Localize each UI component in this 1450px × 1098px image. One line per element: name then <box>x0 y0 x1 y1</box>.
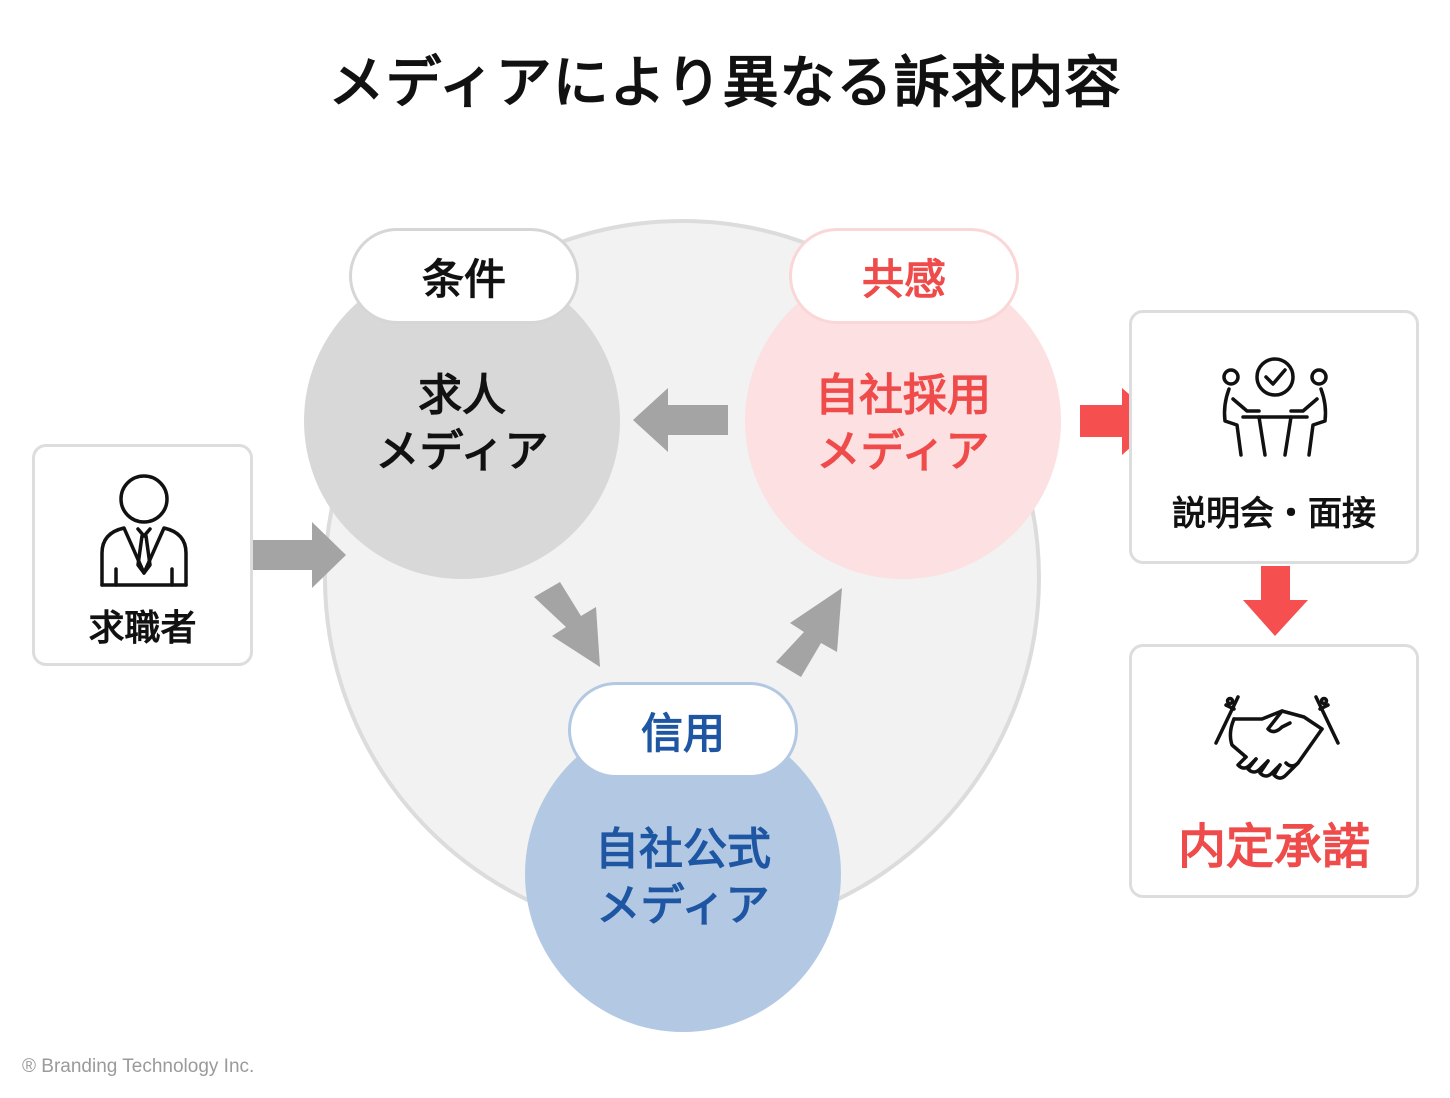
arrow-recruit-to-job-media <box>633 388 728 452</box>
offer-label: 内定承諾 <box>1177 819 1370 875</box>
job-media-tag: 条件 <box>349 228 579 324</box>
recruit-media-tag: 共感 <box>789 228 1019 324</box>
official-media-label: 自社公式 メディア <box>553 822 813 934</box>
recruit-media-label: 自社採用 メディア <box>773 368 1033 480</box>
job-media-label: 求人 メディア <box>332 368 592 480</box>
job-media-circle <box>304 263 620 579</box>
briefing-card: 説明会・面接 <box>1129 310 1419 564</box>
official-media-tag: 信用 <box>568 682 798 778</box>
job-seeker-card: 求職者 <box>32 444 253 666</box>
copyright-text: ® Branding Technology Inc. <box>22 1056 255 1077</box>
arrow-seeker-to-job-media <box>252 522 346 588</box>
meeting-icon <box>1222 357 1328 457</box>
job-media-label-line2: メディア <box>375 426 549 477</box>
arrow-official-to-recruit-media <box>776 588 842 677</box>
handshake-icon <box>1214 695 1340 780</box>
offer-card: 内定承諾 <box>1129 644 1419 898</box>
official-media-circle <box>525 716 841 1032</box>
businessman-icon <box>100 474 188 587</box>
page-title: メディアにより異なる訴求内容 <box>328 51 1122 116</box>
arrow-job-to-official-media <box>534 582 600 667</box>
arrow-briefing-to-offer <box>1243 566 1308 636</box>
recruit-media-circle <box>745 263 1061 579</box>
official-media-label-line2: メディア <box>596 880 770 931</box>
recruit-media-label-line2: メディア <box>816 426 990 477</box>
job-seeker-label: 求職者 <box>88 608 197 649</box>
recruit-media-label-line1: 自社採用 <box>815 370 991 421</box>
job-media-label-line1: 求人 <box>418 370 506 421</box>
official-media-label-line1: 自社公式 <box>595 824 771 875</box>
briefing-label: 説明会・面接 <box>1172 494 1376 534</box>
